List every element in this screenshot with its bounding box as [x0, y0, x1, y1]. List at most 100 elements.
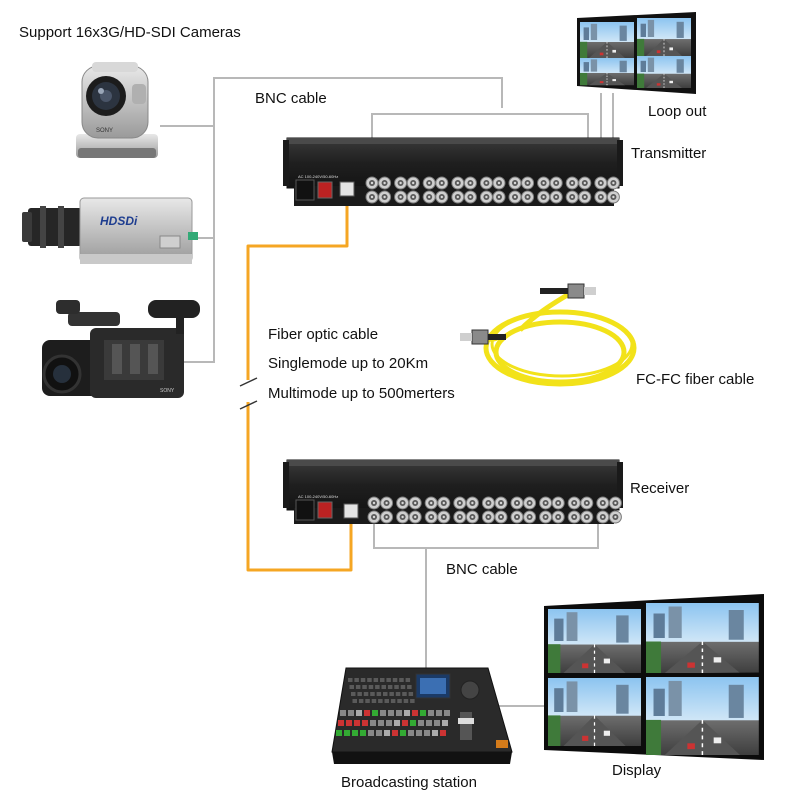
switcher-key	[403, 699, 409, 703]
switcher-buttons	[336, 678, 450, 736]
bnc-port	[367, 510, 381, 524]
switcher-bus-key	[346, 720, 352, 726]
switcher-key	[397, 699, 402, 703]
bnc-port	[378, 190, 392, 204]
display-label: Display	[612, 762, 662, 779]
transmitter-unit: AC 100-240V/50-60Hz	[283, 137, 623, 206]
switcher-bus-key	[418, 720, 424, 726]
bnc-port	[551, 496, 565, 510]
switcher-key	[389, 692, 394, 696]
bnc-port	[537, 190, 551, 204]
switcher-key	[395, 692, 401, 696]
switcher-bus-key	[364, 710, 370, 716]
bnc-port	[435, 176, 449, 190]
switcher-bus-key	[392, 730, 398, 736]
cam2-brand: HDSDi	[100, 214, 138, 228]
switcher-bus-key	[408, 730, 414, 736]
switcher-key	[375, 685, 380, 689]
bnc-port	[580, 510, 594, 524]
display-monitor	[544, 594, 765, 760]
fiber-label-line3: Multimode up to 500merters	[268, 385, 455, 402]
switcher-bus-key	[352, 730, 358, 736]
fc-fc-cable-label: FC-FC fiber cable	[636, 371, 755, 388]
switcher-bus-key	[416, 730, 422, 736]
switcher-key	[355, 685, 361, 689]
bnc-port	[422, 190, 436, 204]
switcher-key	[354, 678, 359, 682]
bnc-port	[422, 176, 436, 190]
switcher-bus-key	[340, 710, 346, 716]
switcher-key	[352, 699, 357, 703]
switcher-key	[358, 699, 364, 703]
switcher-bus-key	[432, 730, 438, 736]
switcher-bus-key	[360, 730, 366, 736]
switcher-bus-key	[424, 730, 430, 736]
switcher-bus-key	[348, 710, 354, 716]
switcher-key	[384, 699, 389, 703]
switcher-bus-key	[428, 710, 434, 716]
bnc-port	[594, 176, 608, 190]
switcher-bus-key	[402, 720, 408, 726]
switcher-key	[383, 692, 388, 696]
switcher-key	[394, 685, 399, 689]
switcher-bus-key	[336, 730, 342, 736]
bnc-port	[578, 176, 592, 190]
switcher-key	[365, 699, 370, 703]
bnc-port	[594, 190, 608, 204]
switcher-bus-key	[434, 720, 440, 726]
switcher-key	[400, 685, 406, 689]
fiber-label-line2: Singlemode up to 20Km	[268, 355, 429, 372]
switcher-key	[387, 685, 393, 689]
bnc-port	[481, 510, 495, 524]
fc-connector-left	[460, 329, 506, 345]
switcher-key	[386, 678, 391, 682]
switcher-bus-key	[376, 730, 382, 736]
switcher-key	[348, 678, 353, 682]
bnc-port	[606, 176, 620, 190]
switcher-bus-key	[338, 720, 344, 726]
switcher-key	[349, 685, 354, 689]
bnc-port	[437, 510, 451, 524]
bnc-port	[378, 176, 392, 190]
bnc-port	[479, 190, 493, 204]
switcher-key	[392, 678, 398, 682]
bnc-port	[596, 510, 610, 524]
switcher-bus-key	[388, 710, 394, 716]
bnc-port	[453, 510, 467, 524]
switcher-bus-key	[378, 720, 384, 726]
fc-fc-fiber-spool	[483, 289, 637, 387]
loop-out-label: Loop out	[648, 103, 707, 120]
switcher-bus-key	[394, 720, 400, 726]
switcher-key	[367, 678, 372, 682]
bnc-port	[396, 496, 410, 510]
switcher-bus-key	[436, 710, 442, 716]
receiver-label: Receiver	[630, 480, 690, 497]
bnc-port	[380, 496, 394, 510]
bnc-port	[481, 496, 495, 510]
bnc-port	[424, 510, 438, 524]
switcher-bus-key	[396, 710, 402, 716]
bnc-port	[539, 496, 553, 510]
bnc-port	[479, 176, 493, 190]
bnc-port	[394, 190, 408, 204]
cam3-brand: SONY	[160, 388, 175, 394]
bnc-port	[380, 510, 394, 524]
bnc-port	[492, 190, 506, 204]
switcher-key	[363, 692, 369, 696]
switcher-key	[368, 685, 374, 689]
switcher-key	[399, 678, 404, 682]
switcher-key	[381, 685, 386, 689]
bnc-port	[406, 190, 420, 204]
bnc-port	[367, 496, 381, 510]
bnc-port	[549, 176, 563, 190]
switcher-bus-key	[370, 720, 376, 726]
switcher-bus-key	[420, 710, 426, 716]
bnc-port	[539, 510, 553, 524]
bnc-port	[608, 510, 622, 524]
bnc-port	[465, 510, 479, 524]
switcher-bus-key	[362, 720, 368, 726]
bnc-port	[451, 176, 465, 190]
switcher-key	[360, 678, 366, 682]
ptz-camera: SONY	[76, 62, 158, 158]
